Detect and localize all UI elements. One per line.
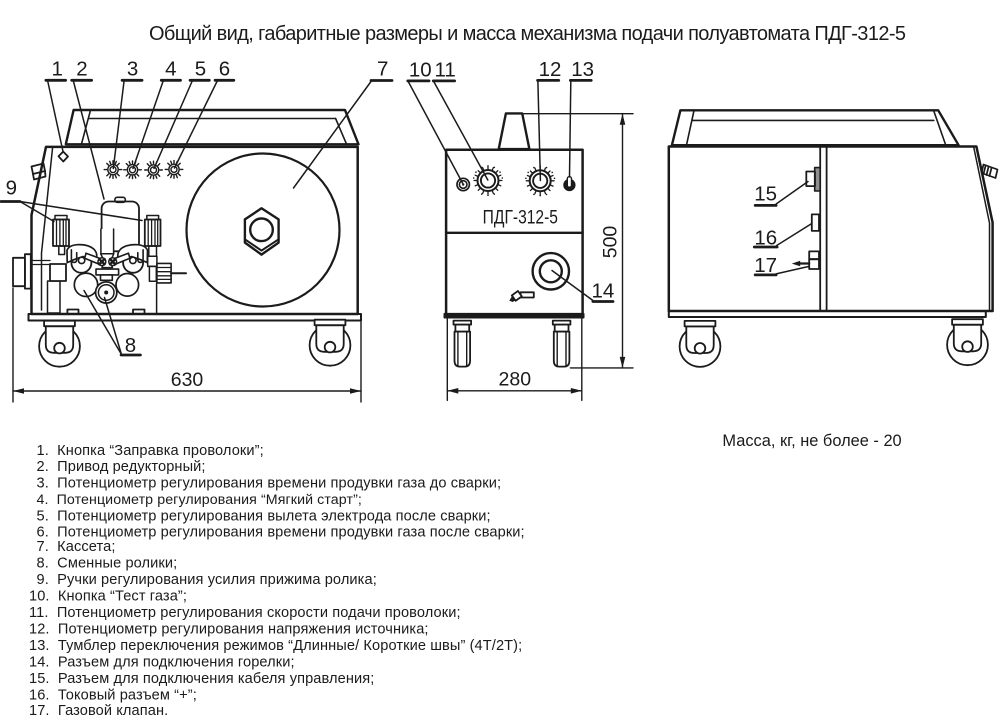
svg-text:13: 13 <box>571 58 594 81</box>
svg-text:16. Токовый разъем “+”;: 16. Токовый разъем “+”; <box>29 688 197 704</box>
svg-text:10: 10 <box>409 58 432 81</box>
svg-text:11: 11 <box>435 58 456 81</box>
svg-text:1. Кнопка “Заправка проволоки: 1. Кнопка “Заправка проволоки”; <box>37 443 264 459</box>
svg-text:17. Газовой клапан.: 17. Газовой клапан. <box>29 703 168 718</box>
svg-text:8. Сменные ролики;: 8. Сменные ролики; <box>37 556 178 572</box>
svg-text:5. Потенциометр регулирования: 5. Потенциометр регулирования вылета эле… <box>37 508 491 524</box>
svg-text:9: 9 <box>6 176 17 199</box>
svg-text:14. Разъем для подключения го: 14. Разъем для подключения горелки; <box>29 655 295 671</box>
svg-text:ПДГ-312-5: ПДГ-312-5 <box>483 206 558 228</box>
svg-text:4. Потенциометр регулирования: 4. Потенциометр регулирования “Мягкий ст… <box>37 492 362 508</box>
svg-text:10. Кнопка “Тест газа”;: 10. Кнопка “Тест газа”; <box>29 589 187 605</box>
svg-text:11. Потенциометр регулировани: 11. Потенциометр регулирования скорости … <box>29 605 461 621</box>
svg-text:9. Ручки регулирования усилия: 9. Ручки регулирования усилия прижима ро… <box>37 572 377 588</box>
svg-text:630: 630 <box>171 369 204 391</box>
svg-text:500: 500 <box>600 226 622 259</box>
svg-text:15: 15 <box>754 183 777 206</box>
svg-text:1: 1 <box>51 58 62 81</box>
svg-text:13. Тумблер переключения режи: 13. Тумблер переключения режимов “Длинны… <box>29 638 522 654</box>
svg-text:6. Потенциометр регулирования: 6. Потенциометр регулирования времени пр… <box>37 525 525 541</box>
svg-text:Общий вид, габаритные размеры: Общий вид, габаритные размеры и масса ме… <box>149 23 906 45</box>
svg-text:3: 3 <box>127 58 138 81</box>
svg-text:5: 5 <box>195 58 206 81</box>
svg-text:17: 17 <box>754 254 777 277</box>
svg-text:2. Привод редукторный;: 2. Привод редукторный; <box>37 459 206 475</box>
svg-text:2: 2 <box>76 58 87 81</box>
svg-text:15. Разъем для подключения ка: 15. Разъем для подключения кабеля управл… <box>29 671 374 687</box>
svg-text:12. Потенциометр регулировани: 12. Потенциометр регулирования напряжени… <box>29 622 429 638</box>
svg-text:280: 280 <box>499 369 532 391</box>
svg-text:3. Потенциометр регулирования: 3. Потенциометр регулирования времени пр… <box>37 476 502 492</box>
svg-text:8: 8 <box>125 334 136 357</box>
svg-text:6: 6 <box>219 58 230 81</box>
svg-text:7: 7 <box>377 58 388 81</box>
svg-text:7. Кассета;: 7. Кассета; <box>37 539 116 555</box>
svg-text:Масса, кг, не более - 20: Масса, кг, не более - 20 <box>722 432 901 450</box>
svg-text:16: 16 <box>754 227 777 250</box>
svg-text:12: 12 <box>539 58 562 81</box>
svg-text:4: 4 <box>165 58 176 81</box>
svg-text:14: 14 <box>591 280 614 303</box>
